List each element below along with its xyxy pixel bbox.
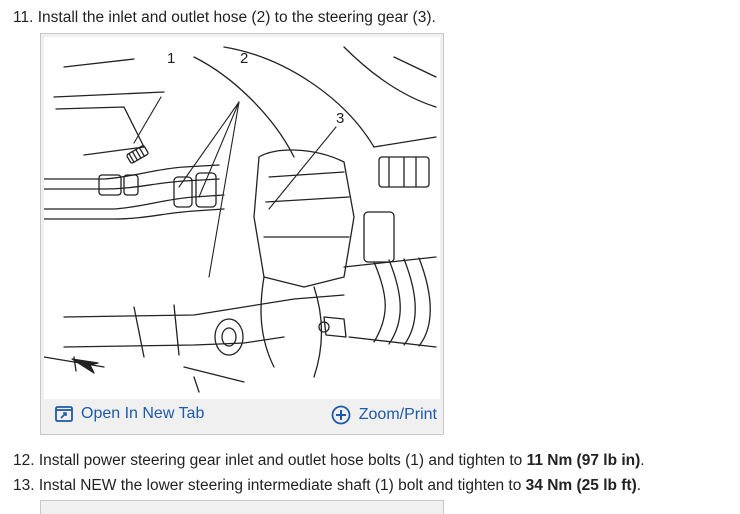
zoom-print-label: Zoom/Print bbox=[358, 406, 437, 423]
steering-gear-illustration: 1 2 3 bbox=[43, 37, 440, 399]
step-12: 12. Install power steering gear inlet an… bbox=[13, 452, 645, 470]
step-text: Instal NEW the lower steering intermedia… bbox=[38, 477, 526, 494]
step-number: 11. bbox=[13, 9, 34, 26]
illustration-figure: 1 2 3 Open In New Tab Zoom/Print bbox=[40, 33, 444, 435]
open-in-new-tab-button[interactable]: Open In New Tab bbox=[55, 405, 204, 423]
step-text: Install the inlet and outlet hose (2) to… bbox=[37, 9, 436, 26]
step-number: 12. bbox=[13, 452, 35, 469]
open-in-new-tab-label: Open In New Tab bbox=[81, 405, 205, 422]
callout-2: 2 bbox=[240, 50, 248, 67]
step-text: Install power steering gear inlet and ou… bbox=[38, 452, 527, 469]
step-text-end: . bbox=[640, 452, 645, 469]
torque-spec: 11 Nm (97 lb in) bbox=[526, 452, 641, 469]
open-in-new-tab-icon bbox=[55, 406, 73, 422]
step-13: 13. Instal NEW the lower steering interm… bbox=[13, 477, 641, 495]
callout-1: 1 bbox=[167, 50, 175, 67]
figure-toolbar: Open In New Tab Zoom/Print bbox=[41, 399, 443, 434]
zoom-print-button[interactable]: Zoom/Print bbox=[331, 405, 437, 425]
zoom-plus-icon bbox=[331, 405, 351, 425]
callout-3: 3 bbox=[336, 110, 344, 127]
step-number: 13. bbox=[13, 477, 35, 494]
step-11: 11. Install the inlet and outlet hose (2… bbox=[13, 9, 436, 27]
torque-spec: 34 Nm (25 lb ft) bbox=[525, 477, 637, 494]
next-figure-frame bbox=[40, 500, 444, 514]
step-text-end: . bbox=[636, 477, 642, 494]
